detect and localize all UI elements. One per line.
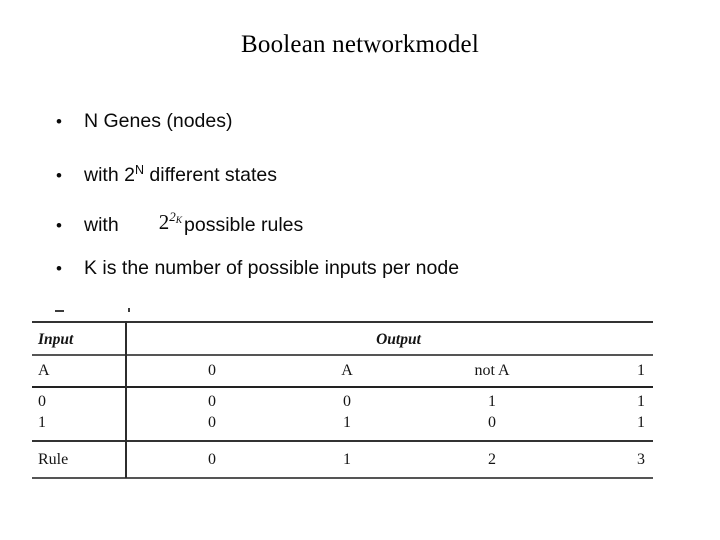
cell-rule-index-0: 0 [208,451,216,468]
bullet-list: • N Genes (nodes) • with 2N different st… [50,108,670,304]
table-rule-top [32,321,653,323]
scan-artifact-tick [128,308,130,312]
cell-values-rule2: 1 0 [488,393,496,431]
bullet-text-k-definition: K is the number of possible inputs per n… [84,257,460,279]
scan-artifact-dash [55,310,64,312]
cell-values-rule3: 1 1 [637,393,645,431]
column-header-output: Output [376,331,421,348]
table-header-row: Input Output [32,321,653,354]
bullet-icon: • [56,216,62,235]
cell-values-rule0: 0 0 [208,393,216,431]
cell-output-a: A [341,362,353,379]
states-text-before: with 2 [84,164,135,186]
rules-text-before: with [84,214,119,236]
cell-input-values: 0 1 [38,393,46,431]
cell-rule-index-3: 3 [637,451,645,468]
cell-rule-index-2: 2 [488,451,496,468]
bullet-text-genes: N Genes (nodes) [84,110,233,132]
cell-label-rule: Rule [38,451,69,468]
rules-text-after: possible rules [184,214,304,236]
cell-rule-index-1: 1 [343,451,351,468]
column-header-input: Input [38,331,74,348]
table-row: 0 1 0 0 0 1 1 0 1 1 [32,386,653,440]
math-exponent: 2 [169,209,176,224]
table-rule-before-rule-row [32,440,653,442]
cell-output-0: 0 [208,362,216,379]
math-expression-two-pow-two-pow-k: 22K [119,209,184,234]
list-item: • K is the number of possible inputs per… [50,255,670,304]
table-rule-bottom [32,477,653,479]
table-rule-header [32,354,653,356]
list-item: • with 2N different states [50,157,670,206]
table-column-divider [125,321,127,478]
table-row: Rule 0 1 2 3 [32,440,653,477]
cell-output-1: 1 [637,362,645,379]
bullet-text-states: with 2N different states [84,157,670,188]
page-title: Boolean networkmodel [241,31,479,58]
cell-values-rule1: 0 1 [343,393,351,431]
truth-table: Input Output A 0 A not A 1 0 1 0 0 0 1 1… [32,321,653,479]
bullet-icon: • [56,259,62,278]
bullet-icon: • [56,112,62,131]
states-superscript: N [134,163,144,177]
list-item: • N Genes (nodes) [50,108,670,157]
table-rule-mid [32,386,653,388]
states-text-after: different states [143,164,277,186]
table-row: A 0 A not A 1 [32,354,653,386]
math-exponent-of-exponent: K [175,216,183,226]
cell-input-a: A [38,362,50,379]
bullet-icon: • [56,166,62,185]
cell-output-nota: not A [474,362,510,379]
math-base: 2 [158,210,170,234]
